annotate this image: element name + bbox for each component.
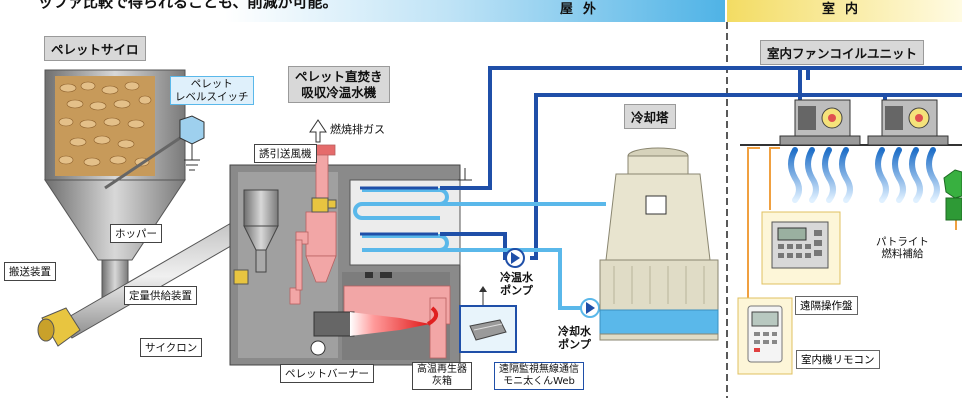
- pellet-silo: [44, 69, 186, 299]
- indoor-remote-label: 室内機リモコン: [796, 350, 880, 369]
- fan-coil-label: 室内ファンコイルユニット: [760, 40, 925, 65]
- indoor-label: 室内: [822, 2, 869, 17]
- level-switch-label: ペレット レベルスイッチ: [170, 76, 254, 106]
- cw-pump-line-2: ポンプ: [558, 337, 591, 351]
- level-switch-line-1: ペレット: [190, 78, 233, 90]
- pellet-burner: [310, 306, 439, 356]
- indoor-bar: [727, 0, 962, 22]
- chiller-title: ペレット直焚き 吸収冷温水機: [288, 66, 390, 104]
- cw-pump-line-1: 冷却水: [558, 325, 591, 338]
- outdoor-bar: [225, 0, 725, 22]
- airflow-2: [875, 147, 940, 203]
- fan-coil-unit-2: [867, 99, 949, 146]
- cw-pump-label: 冷却水 ポンプ: [558, 325, 591, 351]
- chw-pump-line-2: ポンプ: [500, 283, 533, 297]
- regenerator-label: 高温再生器 灰箱: [412, 362, 472, 390]
- induced-fan-label: 誘引送風機: [254, 144, 317, 163]
- exhaust-label: 燃焼排ガス: [330, 123, 385, 136]
- remote-monitor-line-2: モニ太くんWeb: [503, 376, 575, 387]
- cooling-tower: [599, 147, 719, 341]
- induced-fan: [311, 197, 329, 213]
- chilled-water-pipes: [440, 66, 962, 260]
- remote-panel-label: 遠隔操作盤: [795, 296, 858, 315]
- remote-monitor-device: [459, 286, 517, 353]
- feeder-label: 定量供給装置: [124, 286, 197, 305]
- ground-symbol: [458, 168, 472, 181]
- chw-pump-label: 冷温水 ポンプ: [500, 271, 533, 297]
- chw-pump-line-1: 冷温水: [500, 271, 533, 284]
- pellet-silo-label: ペレットサイロ: [44, 36, 146, 61]
- level-switch-line-2: レベルスイッチ: [175, 90, 249, 103]
- top-caption: ッファ比較で得られることも、削減が可能。: [38, 0, 338, 11]
- feeder: [233, 269, 249, 285]
- fan-coil-unit-1: [779, 99, 861, 146]
- burner-label: ペレットバーナー: [280, 364, 374, 383]
- level-switch: [104, 115, 205, 190]
- ash-line: 灰箱: [432, 376, 452, 387]
- conveyor-label: 搬送装置: [4, 262, 56, 281]
- outdoor-label: 屋外: [560, 2, 607, 17]
- remote-monitor-label: 遠隔監視無線通信 モニ太くんWeb: [494, 362, 584, 390]
- pilot-line-2: 燃料補給: [881, 248, 924, 261]
- cyclone-label: サイクロン: [140, 338, 203, 357]
- remote-monitor-line-1: 遠隔監視無線通信: [499, 364, 579, 375]
- airflow-1: [788, 147, 853, 203]
- chiller-coils-dark: [360, 186, 438, 236]
- pilot-line-1: パトライト: [876, 236, 929, 248]
- cw-pump: [580, 298, 600, 318]
- hopper-label: ホッパー: [110, 224, 162, 243]
- duct-system: [289, 144, 451, 359]
- chiller-title-line-2: 吸収冷温水機: [301, 84, 377, 100]
- patrol-light: [943, 169, 962, 221]
- chw-pump: [505, 248, 525, 268]
- chiller-title-line-1: ペレット直焚き: [295, 69, 383, 84]
- remote-panel-device: [761, 211, 841, 285]
- pilot-label: パトライト 燃料補給: [876, 236, 929, 260]
- regenerator-line: 高温再生器: [417, 364, 467, 375]
- control-wiring: [747, 147, 957, 300]
- indoor-remote-device: [737, 297, 793, 375]
- cooling-tower-label: 冷却塔: [624, 104, 676, 129]
- exhaust-arrow: [309, 119, 327, 143]
- hopper: [243, 189, 279, 273]
